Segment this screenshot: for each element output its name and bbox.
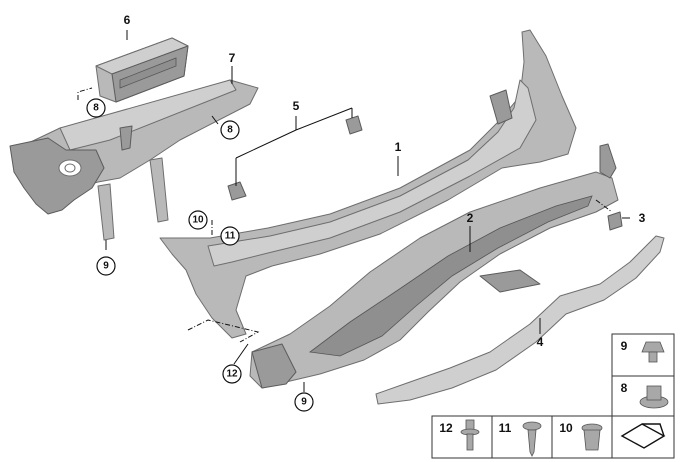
svg-text:8: 8 — [93, 103, 99, 114]
legend-box-10[interactable]: 10 — [551, 415, 613, 459]
svg-text:10: 10 — [559, 421, 573, 435]
legend-box-8[interactable]: 8 — [611, 375, 675, 417]
ref-8-rail: 8 — [220, 120, 240, 140]
callout-1: 1 — [395, 140, 402, 154]
svg-text:10: 10 — [192, 215, 204, 226]
svg-text:9: 9 — [103, 261, 109, 272]
svg-text:8: 8 — [621, 381, 628, 395]
spring-nut-icon — [641, 341, 665, 363]
callout-6: 6 — [124, 13, 131, 27]
callout-5: 5 — [293, 99, 300, 113]
svg-text:11: 11 — [499, 421, 512, 435]
legend-box-11[interactable]: 11 — [491, 415, 553, 459]
ref-9-left: 9 — [96, 256, 116, 276]
self-tapping-screw-icon — [522, 421, 542, 457]
ref-8-duct: 8 — [86, 98, 106, 118]
expanding-rivet-icon — [460, 419, 480, 451]
ref-9-bottom: 9 — [294, 392, 314, 412]
bumper-trim-panel-part[interactable] — [159, 29, 577, 339]
bracket-part-b[interactable] — [345, 115, 363, 135]
leader-lines — [77, 30, 630, 392]
diffuser-grille-part[interactable] — [249, 143, 619, 389]
ref-10: 10 — [188, 210, 208, 230]
ref-11: 11 — [220, 226, 240, 246]
hex-nut-icon — [639, 385, 669, 409]
clip-part[interactable] — [607, 211, 623, 231]
callout-2: 2 — [467, 211, 474, 225]
ref-12: 12 — [222, 364, 242, 384]
callout-3: 3 — [639, 211, 646, 225]
svg-text:12: 12 — [439, 421, 453, 435]
legend-box-symbol — [611, 415, 675, 459]
legend-box-12[interactable]: 12 — [431, 415, 493, 459]
air-duct-part[interactable] — [95, 37, 189, 103]
bracket-part-a[interactable] — [227, 181, 247, 201]
clip-nut-icon — [581, 423, 603, 451]
moulding-strip-part[interactable] — [375, 235, 665, 405]
svg-text:8: 8 — [227, 125, 233, 136]
svg-text:9: 9 — [301, 397, 307, 408]
svg-text:11: 11 — [225, 231, 236, 242]
carrier-rail-part[interactable] — [9, 79, 259, 241]
legend-box-9[interactable]: 9 — [611, 333, 675, 377]
svg-text:9: 9 — [621, 339, 628, 353]
svg-text:12: 12 — [226, 369, 238, 380]
callout-7: 7 — [229, 51, 236, 65]
page-fold-icon — [620, 423, 666, 449]
callout-4: 4 — [537, 335, 544, 349]
